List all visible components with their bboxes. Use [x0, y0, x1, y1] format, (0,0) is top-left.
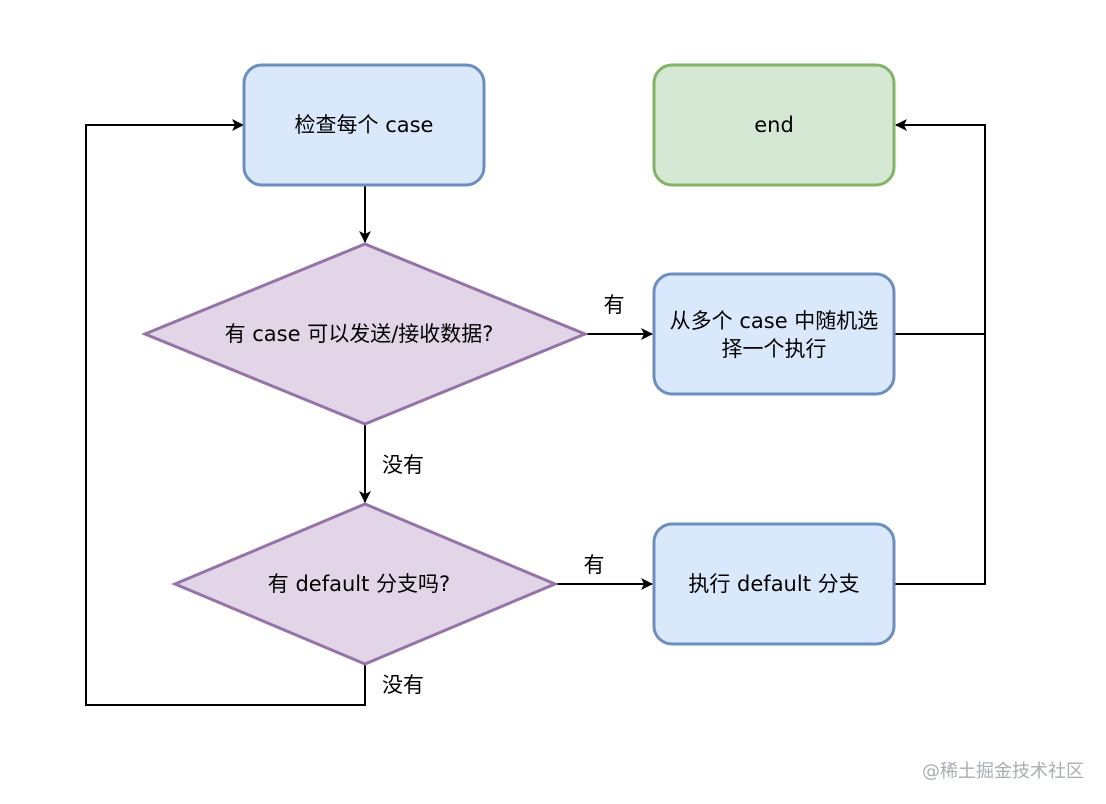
node-random-select-label-line2: 择一个执行 — [722, 337, 827, 361]
edge-case-yes-label: 有 — [604, 293, 625, 317]
node-end: end — [652, 63, 896, 187]
edge-default-to-end — [893, 334, 986, 585]
edge-default-yes-label: 有 — [584, 553, 605, 577]
node-has-default-decision: 有 default 分支吗? — [171, 502, 559, 666]
edge-random-to-end — [893, 119, 986, 335]
node-run-default-label: 执行 default 分支 — [688, 572, 859, 596]
node-random-select-label-line1: 从多个 case 中随机选 — [670, 309, 879, 333]
node-has-default-decision-label: 有 default 分支吗? — [268, 572, 450, 596]
watermark-text: @稀土掘金技术社区 — [922, 761, 1084, 782]
node-check-case-label: 检查每个 case — [295, 113, 434, 137]
node-random-select: 从多个 case 中随机选 择一个执行 — [652, 272, 896, 396]
node-run-default: 执行 default 分支 — [652, 522, 896, 646]
edge-default-no-loop — [85, 119, 366, 706]
edge-default-no-label: 没有 — [382, 673, 424, 697]
node-has-case-decision: 有 case 可以发送/接收数据? — [141, 242, 589, 426]
node-check-case: 检查每个 case — [242, 63, 486, 187]
edge-case-no-label: 没有 — [382, 453, 424, 477]
node-end-label: end — [754, 113, 794, 137]
node-has-case-decision-label: 有 case 可以发送/接收数据? — [225, 322, 494, 346]
